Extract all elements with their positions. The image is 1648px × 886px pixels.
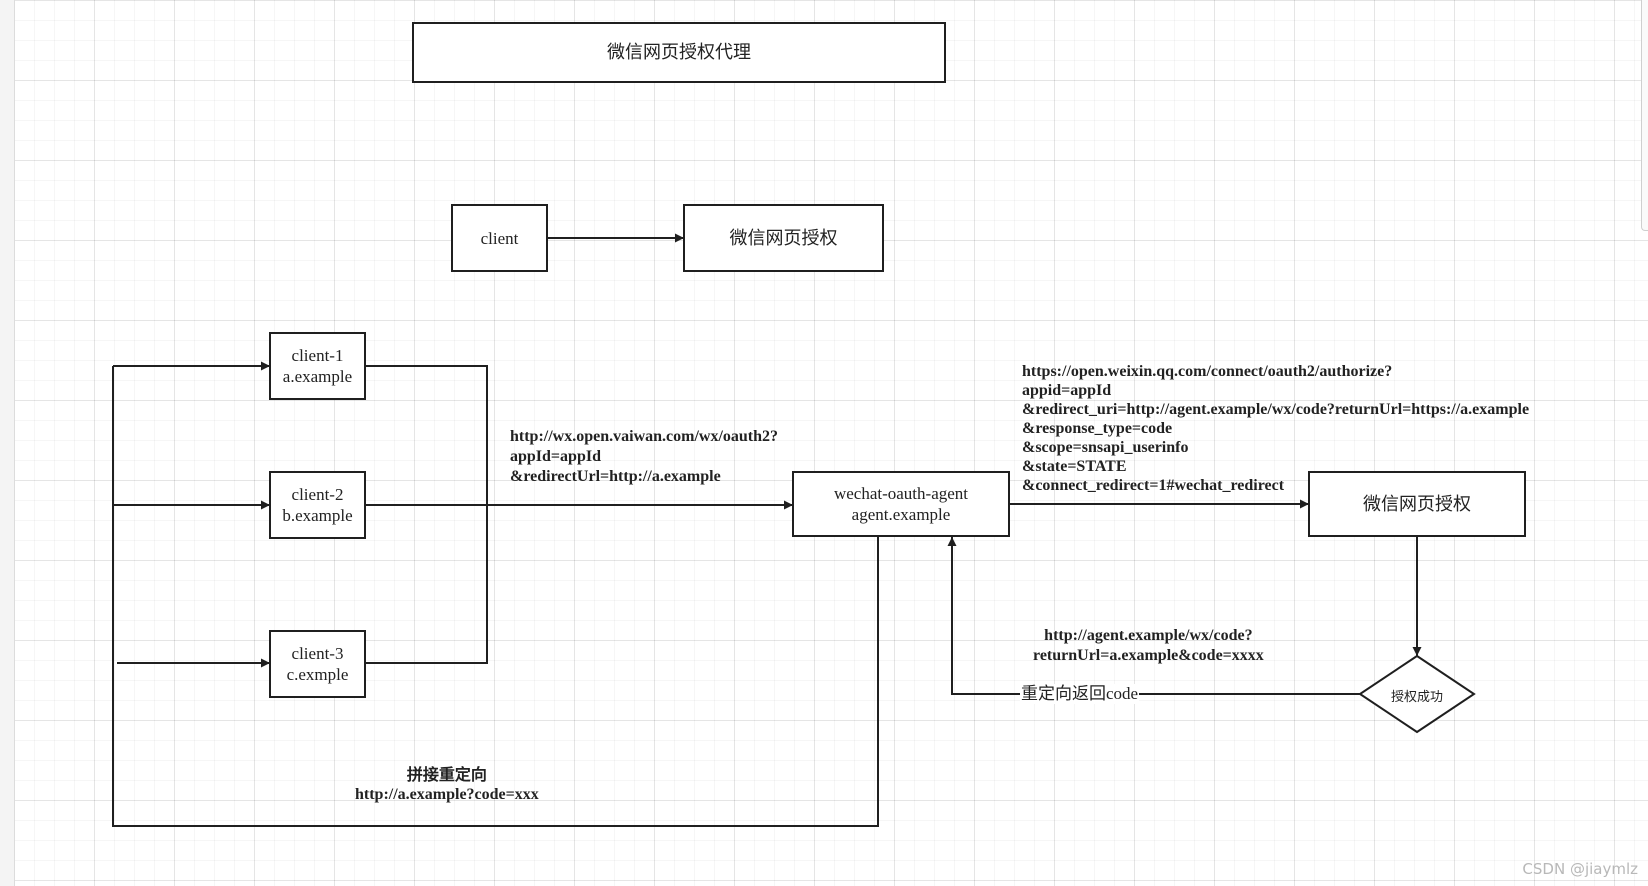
url-line: https://open.weixin.qq.com/connect/oauth… — [1022, 363, 1393, 380]
wechat-auth-simple-text: 微信网页授权 — [729, 227, 838, 249]
agent-domain: agent.example — [851, 505, 951, 524]
connector-client-1-bus — [366, 365, 488, 664]
agent-to-wechat-url: https://open.weixin.qq.com/connect/oauth… — [1022, 362, 1529, 495]
client-3-name: client-3 — [291, 644, 344, 663]
redirect-back-label: 重定向返回code — [1020, 684, 1140, 704]
url-line: &state=STATE — [1022, 458, 1127, 475]
arrow-decision-to-agent — [947, 537, 1360, 695]
client-1-box[interactable]: client-1 a.example — [269, 332, 366, 400]
client-box[interactable]: client — [451, 204, 548, 272]
client-3-domain: c.exmple — [286, 665, 349, 684]
redirect-back-en: code — [1106, 684, 1139, 703]
client-2-name: client-2 — [291, 485, 344, 504]
url-line: appid=appId — [1022, 382, 1112, 399]
title-box[interactable]: 微信网页授权代理 — [412, 22, 946, 83]
title-box-text: 微信网页授权代理 — [607, 42, 751, 63]
redirect-back-cn: 重定向返回 — [1021, 684, 1106, 704]
url-line: &scope=snsapi_userinfo — [1022, 439, 1189, 456]
watermark: CSDN @jiaymlz — [1522, 860, 1638, 878]
wechat-auth-simple-box[interactable]: 微信网页授权 — [683, 204, 884, 272]
return-redirect-loop — [112, 366, 879, 827]
client-to-agent-url: http://wx.open.vaiwan.com/wx/oauth2? app… — [510, 427, 778, 487]
scrollbar[interactable] — [1641, 0, 1648, 231]
url-line: http://agent.example/wx/code? — [1044, 627, 1253, 644]
url-line: &redirectUrl=http://a.example — [510, 468, 721, 485]
url-line: returnUrl=a.example&code=xxxx — [1033, 647, 1264, 664]
agent-box[interactable]: wechat-oauth-agent agent.example — [792, 471, 1010, 537]
client-1-name: client-1 — [291, 346, 344, 365]
callback-url: http://agent.example/wx/code? returnUrl=… — [1033, 626, 1264, 666]
concat-redirect-url: http://a.example?code=xxx — [355, 786, 539, 803]
url-line: &redirect_uri=http://agent.example/wx/co… — [1022, 401, 1530, 418]
canvas-left-edge — [0, 0, 15, 886]
client-box-text: client — [480, 228, 519, 248]
url-line: &connect_redirect=1#wechat_redirect — [1022, 477, 1285, 494]
agent-name: wechat-oauth-agent — [833, 484, 969, 503]
url-line: http://wx.open.vaiwan.com/wx/oauth2? — [510, 428, 779, 445]
concat-redirect-title: 拼接重定向 — [406, 765, 487, 784]
decision-diamond[interactable] — [1358, 654, 1476, 734]
wechat-auth-box-text: 微信网页授权 — [1363, 493, 1471, 515]
client-2-domain: b.example — [282, 506, 353, 525]
url-line: &response_type=code — [1022, 420, 1173, 437]
concat-redirect-label: 拼接重定向 http://a.example?code=xxx — [355, 765, 539, 805]
client-1-domain: a.example — [282, 367, 353, 386]
client-3-box[interactable]: client-3 c.exmple — [269, 630, 366, 698]
wechat-auth-box[interactable]: 微信网页授权 — [1308, 471, 1526, 537]
client-2-box[interactable]: client-2 b.example — [269, 471, 366, 539]
decision-label: 授权成功 — [1391, 690, 1444, 705]
url-line: appId=appId — [510, 448, 601, 465]
